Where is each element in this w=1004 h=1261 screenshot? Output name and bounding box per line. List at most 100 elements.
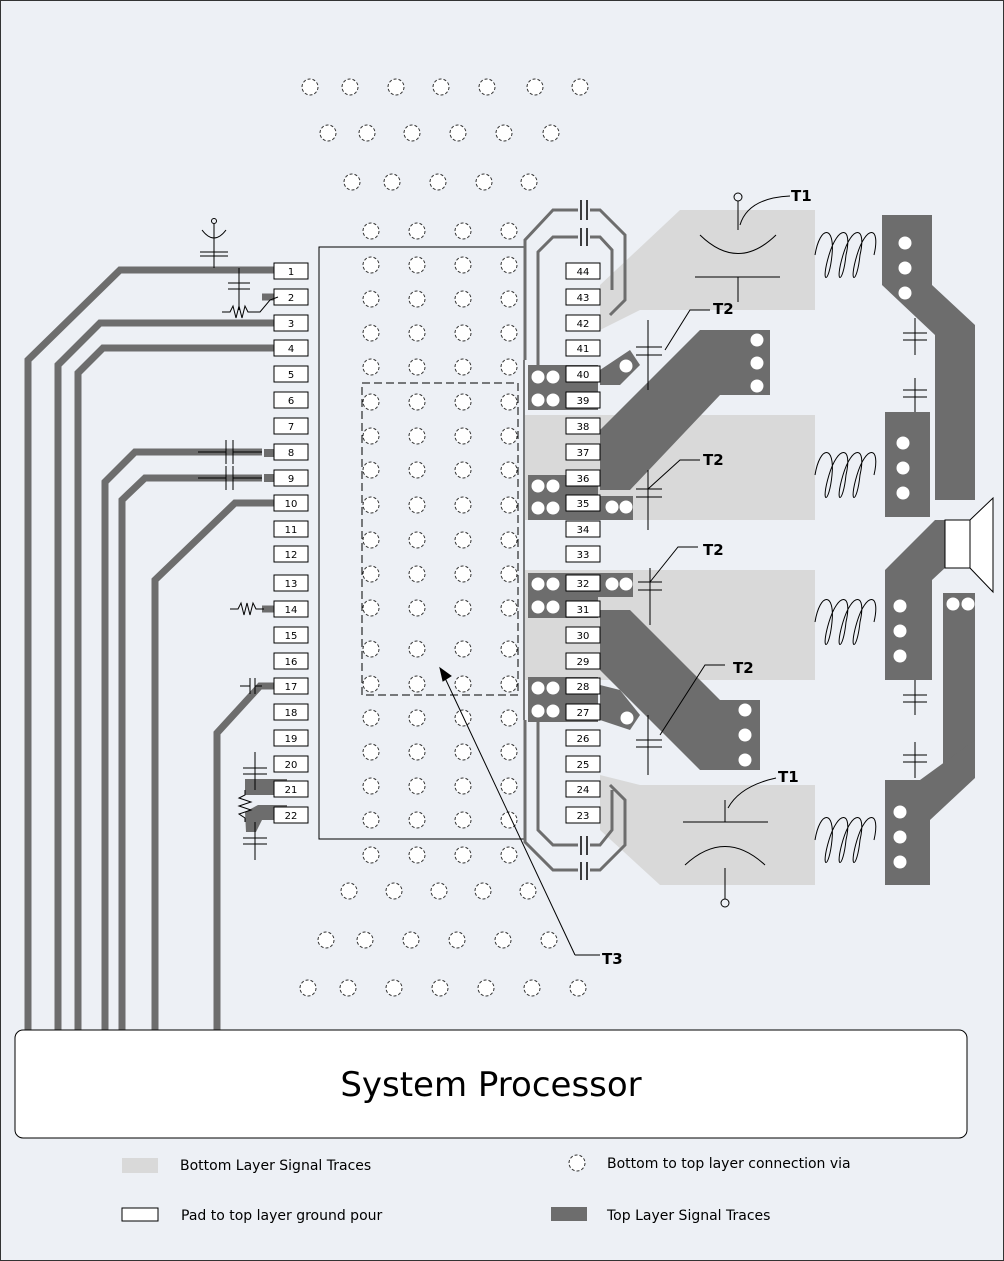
via — [408, 427, 426, 445]
pocket-vias — [531, 236, 975, 869]
via — [500, 256, 518, 274]
via — [454, 565, 472, 583]
label-t1-bottom: T1 — [778, 768, 799, 786]
via — [500, 496, 518, 514]
via — [362, 743, 380, 761]
via — [454, 640, 472, 658]
via — [362, 393, 380, 411]
pocket-via — [605, 500, 619, 514]
right-pin-label: 26 — [577, 734, 590, 745]
pocket-via — [961, 597, 975, 611]
right-pin-label: 40 — [577, 370, 590, 381]
right-pad — [565, 469, 601, 487]
label-t2-d: T2 — [733, 659, 754, 677]
right-pin-label: 38 — [577, 422, 590, 433]
right-pad — [565, 677, 601, 695]
right-pad — [565, 520, 601, 538]
left-pad — [273, 703, 309, 721]
via — [454, 777, 472, 795]
via — [477, 979, 495, 997]
label-t3: T3 — [602, 950, 623, 968]
right-pad — [565, 494, 601, 512]
via — [500, 846, 518, 864]
pocket-via — [750, 333, 764, 347]
right-pin-label: 24 — [577, 785, 590, 796]
via — [362, 461, 380, 479]
pocket-via — [531, 704, 545, 718]
pocket-via — [546, 479, 560, 493]
via — [356, 931, 374, 949]
left-pin-label: 3 — [288, 319, 294, 330]
left-pin-label: 7 — [288, 422, 294, 433]
left-pin-label: 20 — [285, 760, 298, 771]
via — [362, 222, 380, 240]
pocket-via — [620, 711, 634, 725]
left-pin-label: 4 — [288, 344, 294, 355]
via — [408, 461, 426, 479]
via — [362, 427, 380, 445]
via — [358, 124, 376, 142]
pocket-via — [946, 597, 960, 611]
left-pad — [273, 469, 309, 487]
via — [408, 393, 426, 411]
via — [408, 324, 426, 342]
right-pin-label: 28 — [577, 682, 590, 693]
pocket-via — [619, 577, 633, 591]
right-pin-label: 33 — [577, 550, 590, 561]
via — [526, 78, 544, 96]
pocket-via — [619, 359, 633, 373]
right-pad — [565, 339, 601, 357]
via — [408, 777, 426, 795]
via — [341, 78, 359, 96]
right-pad — [565, 703, 601, 721]
pocket-via — [893, 855, 907, 869]
label-t2-a: T2 — [713, 300, 734, 318]
right-pad — [565, 262, 601, 280]
left-pad — [273, 494, 309, 512]
left-pin-label: 5 — [288, 370, 294, 381]
via — [500, 675, 518, 693]
right-pin-label: 23 — [577, 811, 590, 822]
via — [454, 811, 472, 829]
loop-traces — [523, 208, 627, 872]
left-pad — [273, 729, 309, 747]
pocket-via — [531, 393, 545, 407]
left-passives — [198, 218, 279, 860]
via — [454, 358, 472, 376]
via — [362, 256, 380, 274]
left-pin-label: 22 — [285, 811, 298, 822]
right-pad — [565, 391, 601, 409]
right-pad — [565, 600, 601, 618]
left-pad — [273, 262, 309, 280]
right-pin-label: 29 — [577, 657, 590, 668]
via — [408, 565, 426, 583]
left-pad — [273, 626, 309, 644]
via — [362, 324, 380, 342]
pocket-via — [738, 753, 752, 767]
via — [454, 496, 472, 514]
via — [520, 173, 538, 191]
via — [500, 427, 518, 445]
via — [362, 811, 380, 829]
right-pin-label: 31 — [577, 605, 590, 616]
left-pad — [273, 520, 309, 538]
right-pin-label: 34 — [577, 525, 590, 536]
right-pad — [565, 780, 601, 798]
pocket-via — [896, 486, 910, 500]
via — [449, 124, 467, 142]
legend-via-symbol — [568, 1154, 586, 1172]
via — [500, 290, 518, 308]
via — [408, 640, 426, 658]
via — [500, 531, 518, 549]
left-pin-label: 13 — [285, 579, 298, 590]
right-pad — [565, 288, 601, 306]
right-pin-label: 32 — [577, 579, 590, 590]
right-pad — [565, 626, 601, 644]
via — [362, 290, 380, 308]
pocket-via — [893, 649, 907, 663]
via — [571, 78, 589, 96]
via — [387, 78, 405, 96]
left-pin-label: 11 — [285, 525, 298, 536]
pocket-via — [531, 370, 545, 384]
via — [408, 256, 426, 274]
